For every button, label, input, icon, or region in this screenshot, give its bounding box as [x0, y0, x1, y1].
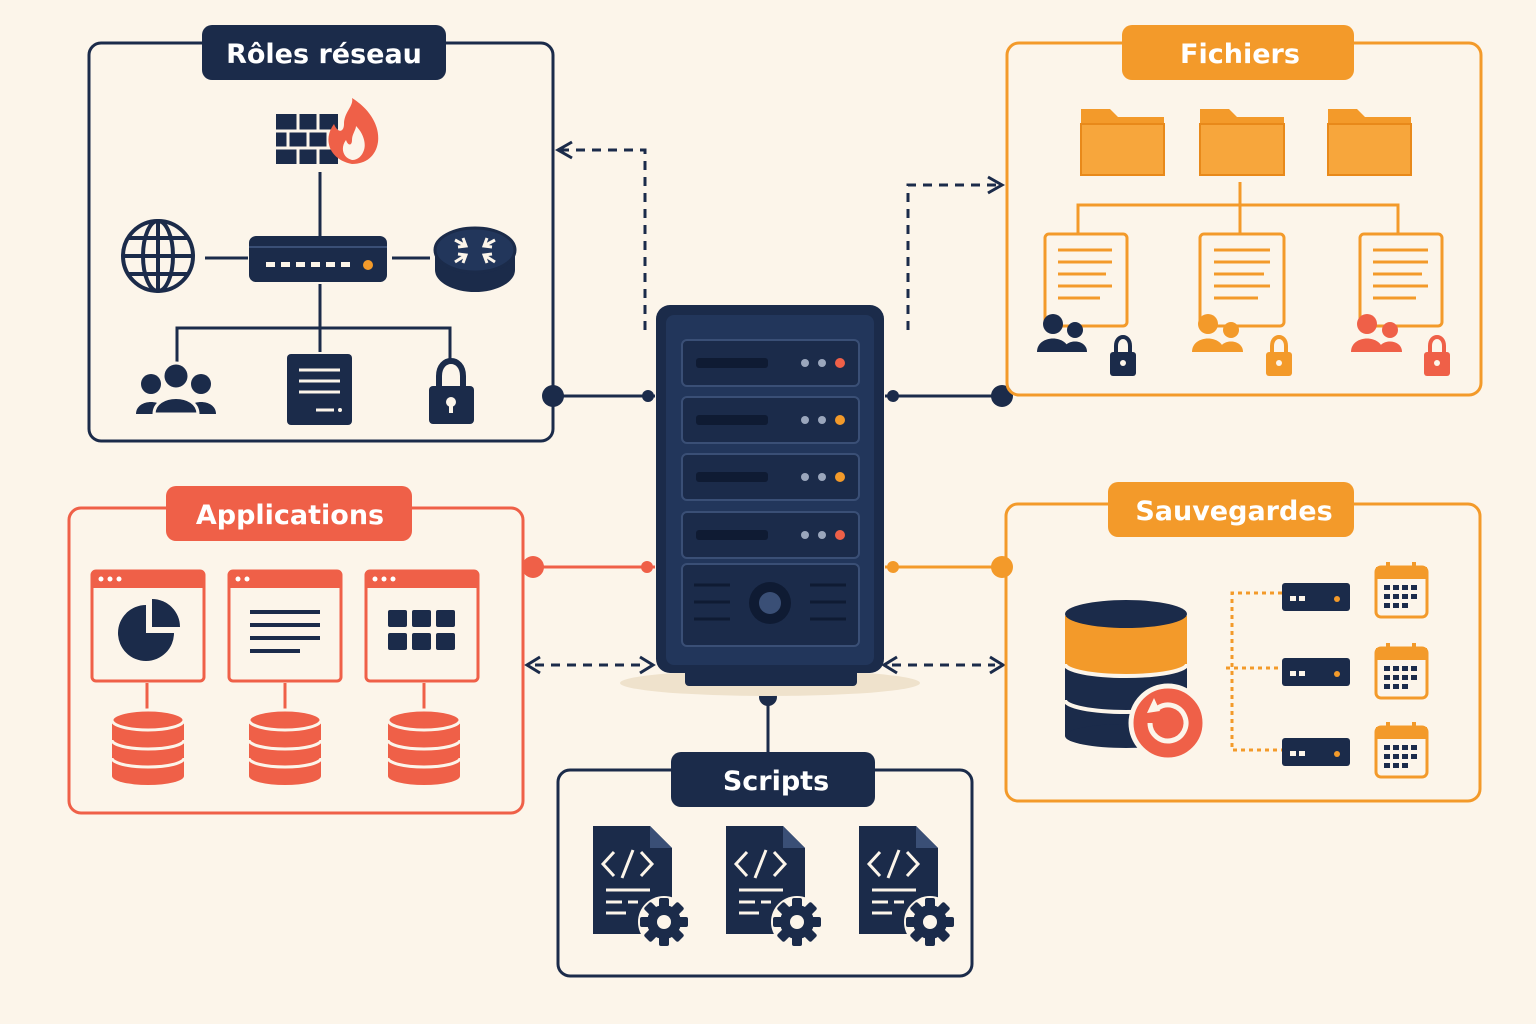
connector-dot [887, 390, 899, 402]
panel-title-scripts: Scripts [723, 766, 829, 797]
users-icon [1351, 314, 1402, 352]
connector-dot [991, 385, 1013, 407]
restore-icon [1128, 683, 1208, 763]
users-icon [1192, 314, 1243, 352]
connector-dot [642, 390, 654, 402]
users-icon [1037, 314, 1087, 352]
pie-chart-icon [118, 599, 180, 661]
backup-links [1226, 591, 1282, 752]
panel-header [1122, 25, 1354, 80]
panel-title-files: Fichiers [1180, 39, 1300, 70]
calendar-icon [1374, 643, 1429, 700]
folder-icon [1327, 109, 1412, 176]
tree-lines [1076, 182, 1400, 234]
code-file-icon [724, 824, 825, 950]
panel-files: Fichiers [1005, 25, 1483, 397]
panel-header [202, 25, 446, 80]
panel-backups: Sauvegardes [1004, 482, 1482, 803]
panel-header [166, 486, 412, 541]
arrow-head-icon [987, 175, 1006, 195]
connector-dot [887, 561, 899, 573]
users-icon [136, 361, 216, 416]
browser-window-icon [364, 569, 480, 683]
folder-icon [1080, 109, 1165, 176]
text-lines-icon [250, 610, 320, 653]
calendar-icon [1374, 562, 1429, 619]
panel-title-applications: Applications [196, 500, 384, 531]
database-icon [247, 708, 323, 785]
browser-window-icon [90, 569, 206, 683]
connector-dot [641, 561, 653, 573]
firewall-icon [276, 98, 379, 164]
panel-header [1108, 482, 1354, 537]
arrow-head-icon [554, 140, 573, 160]
lock-icon [429, 358, 474, 424]
browser-window-icon [227, 569, 343, 683]
arrow-head-icon [524, 655, 541, 675]
database-icon [386, 708, 462, 785]
switch-icon [249, 236, 387, 282]
dashed-link-files [906, 183, 998, 330]
panel-applications: Applications [67, 486, 525, 815]
lock-icon [1424, 335, 1450, 376]
connector-dot [522, 556, 544, 578]
arrow-head-icon [639, 655, 656, 675]
server-document-icon [287, 354, 352, 425]
backup-drive-icon [1282, 658, 1350, 686]
document-icon [1358, 232, 1444, 328]
code-file-icon [593, 826, 690, 948]
gear-icon [638, 896, 690, 948]
grid-icon [388, 610, 455, 650]
backup-drive-icon [1282, 738, 1350, 766]
server-bays [681, 339, 860, 559]
dashed-link-network [560, 148, 647, 330]
panel-scripts: Scripts [556, 752, 974, 978]
lock-icon [1110, 335, 1136, 376]
server-rack-icon [620, 305, 920, 696]
router-icon [433, 226, 517, 292]
arrow-head-icon [989, 655, 1006, 675]
calendar-icon [1374, 722, 1429, 779]
connectors [522, 140, 1013, 752]
folder-icon [1199, 109, 1285, 176]
document-icon [1198, 232, 1286, 328]
globe-icon [121, 219, 195, 293]
document-icon [1043, 232, 1129, 328]
panel-title-backups: Sauvegardes [1135, 496, 1332, 527]
code-file-icon [857, 824, 958, 950]
arrow-head-icon [881, 655, 898, 675]
panel-header [671, 752, 875, 807]
database-icon [110, 708, 186, 785]
lock-icon [1266, 335, 1292, 376]
network-links [175, 172, 452, 366]
panel-network-roles: Rôles réseau [87, 25, 555, 443]
backup-drive-icon [1282, 583, 1350, 611]
panel-title-network: Rôles réseau [226, 39, 422, 70]
connector-dot [991, 556, 1013, 578]
